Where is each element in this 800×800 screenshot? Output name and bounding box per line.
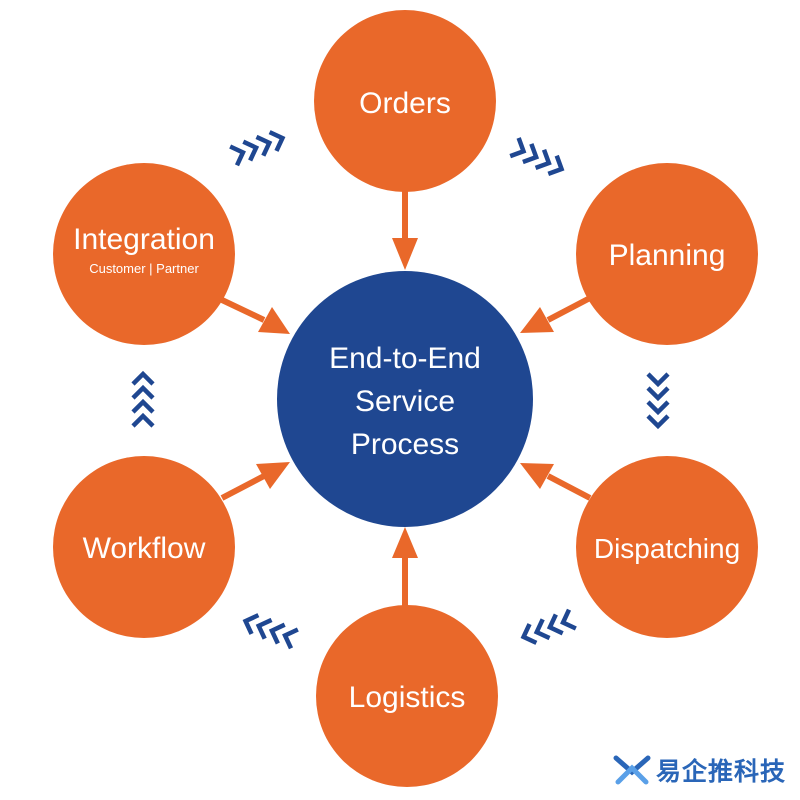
integration-label: Integration <box>73 223 215 256</box>
center-line-1: End-to-End <box>329 342 481 375</box>
chevron-icon <box>560 608 577 631</box>
chevron-icon <box>533 618 551 641</box>
arrow-orders-head <box>392 238 418 270</box>
center-node: End-to-End Service Process <box>277 271 533 527</box>
chevron-icon <box>131 370 155 386</box>
chevron-icon <box>131 384 155 400</box>
chevron-icon <box>646 414 670 430</box>
chevron-icon <box>242 139 260 162</box>
orders-label: Orders <box>359 87 451 120</box>
arrow-planning-to-center <box>546 295 592 323</box>
chevron-icon <box>547 154 565 176</box>
chevrons-logistics-to-workflow <box>242 613 299 650</box>
arrow-dispatching-to-center <box>546 473 592 501</box>
node-dispatching: Dispatching <box>576 456 758 638</box>
arrow-logistics-head <box>392 527 418 558</box>
dispatching-circle <box>576 456 758 638</box>
watermark: 易企推科技 <box>612 748 798 792</box>
workflow-label: Workflow <box>83 532 206 565</box>
chevron-icon <box>282 627 299 650</box>
arrow-dispatching-head <box>520 463 554 489</box>
chevron-icon <box>646 372 670 388</box>
chevron-icon <box>131 412 155 428</box>
node-orders: Orders <box>314 10 496 192</box>
watermark-text: 易企推科技 <box>656 757 787 786</box>
chevron-icon <box>255 617 273 640</box>
chevron-icon <box>534 149 552 171</box>
chevron-icon <box>268 130 286 152</box>
node-logistics: Logistics <box>316 605 498 787</box>
chevron-icon <box>131 398 155 414</box>
chevron-icon <box>229 144 246 167</box>
center-line-2: Service <box>355 385 455 418</box>
arrow-planning-head <box>520 307 554 333</box>
chevrons-dispatching-to-logistics <box>520 608 577 645</box>
orders-circle <box>314 10 496 192</box>
integration-circle <box>53 163 235 345</box>
chevron-icon <box>242 613 260 635</box>
chevron-icon <box>509 137 527 159</box>
arrow-workflow-head <box>256 462 290 489</box>
planning-label: Planning <box>609 239 726 272</box>
chevron-icon <box>522 143 540 165</box>
chevrons-planning-to-dispatching <box>646 372 670 430</box>
chevron-icon <box>255 134 273 157</box>
arrow-integration-to-center <box>220 297 266 323</box>
center-line-3: Process <box>351 428 459 461</box>
logistics-label: Logistics <box>349 681 466 714</box>
arrow-integration-head <box>258 307 290 334</box>
connector-arrows <box>220 190 592 610</box>
chevron-icon <box>646 400 670 416</box>
chevrons-workflow-to-integration <box>131 370 155 428</box>
node-integration: Integration Customer | Partner <box>53 163 235 345</box>
flow-chevrons <box>131 130 670 650</box>
chevrons-orders-to-planning <box>509 137 565 176</box>
planning-circle <box>576 163 758 345</box>
chevrons-integration-to-orders <box>229 130 286 167</box>
chevron-icon <box>546 613 564 636</box>
workflow-circle <box>53 456 235 638</box>
chevron-icon <box>520 623 538 645</box>
node-workflow: Workflow <box>53 456 235 638</box>
logo-mark-icon <box>613 755 651 785</box>
integration-sublabel: Customer | Partner <box>89 261 199 276</box>
center-circle <box>277 271 533 527</box>
chevron-icon <box>646 386 670 402</box>
chevron-icon <box>268 622 286 645</box>
dispatching-label: Dispatching <box>594 533 740 564</box>
logistics-circle <box>316 605 498 787</box>
arrow-workflow-to-center <box>220 473 266 501</box>
node-planning: Planning <box>576 163 758 345</box>
